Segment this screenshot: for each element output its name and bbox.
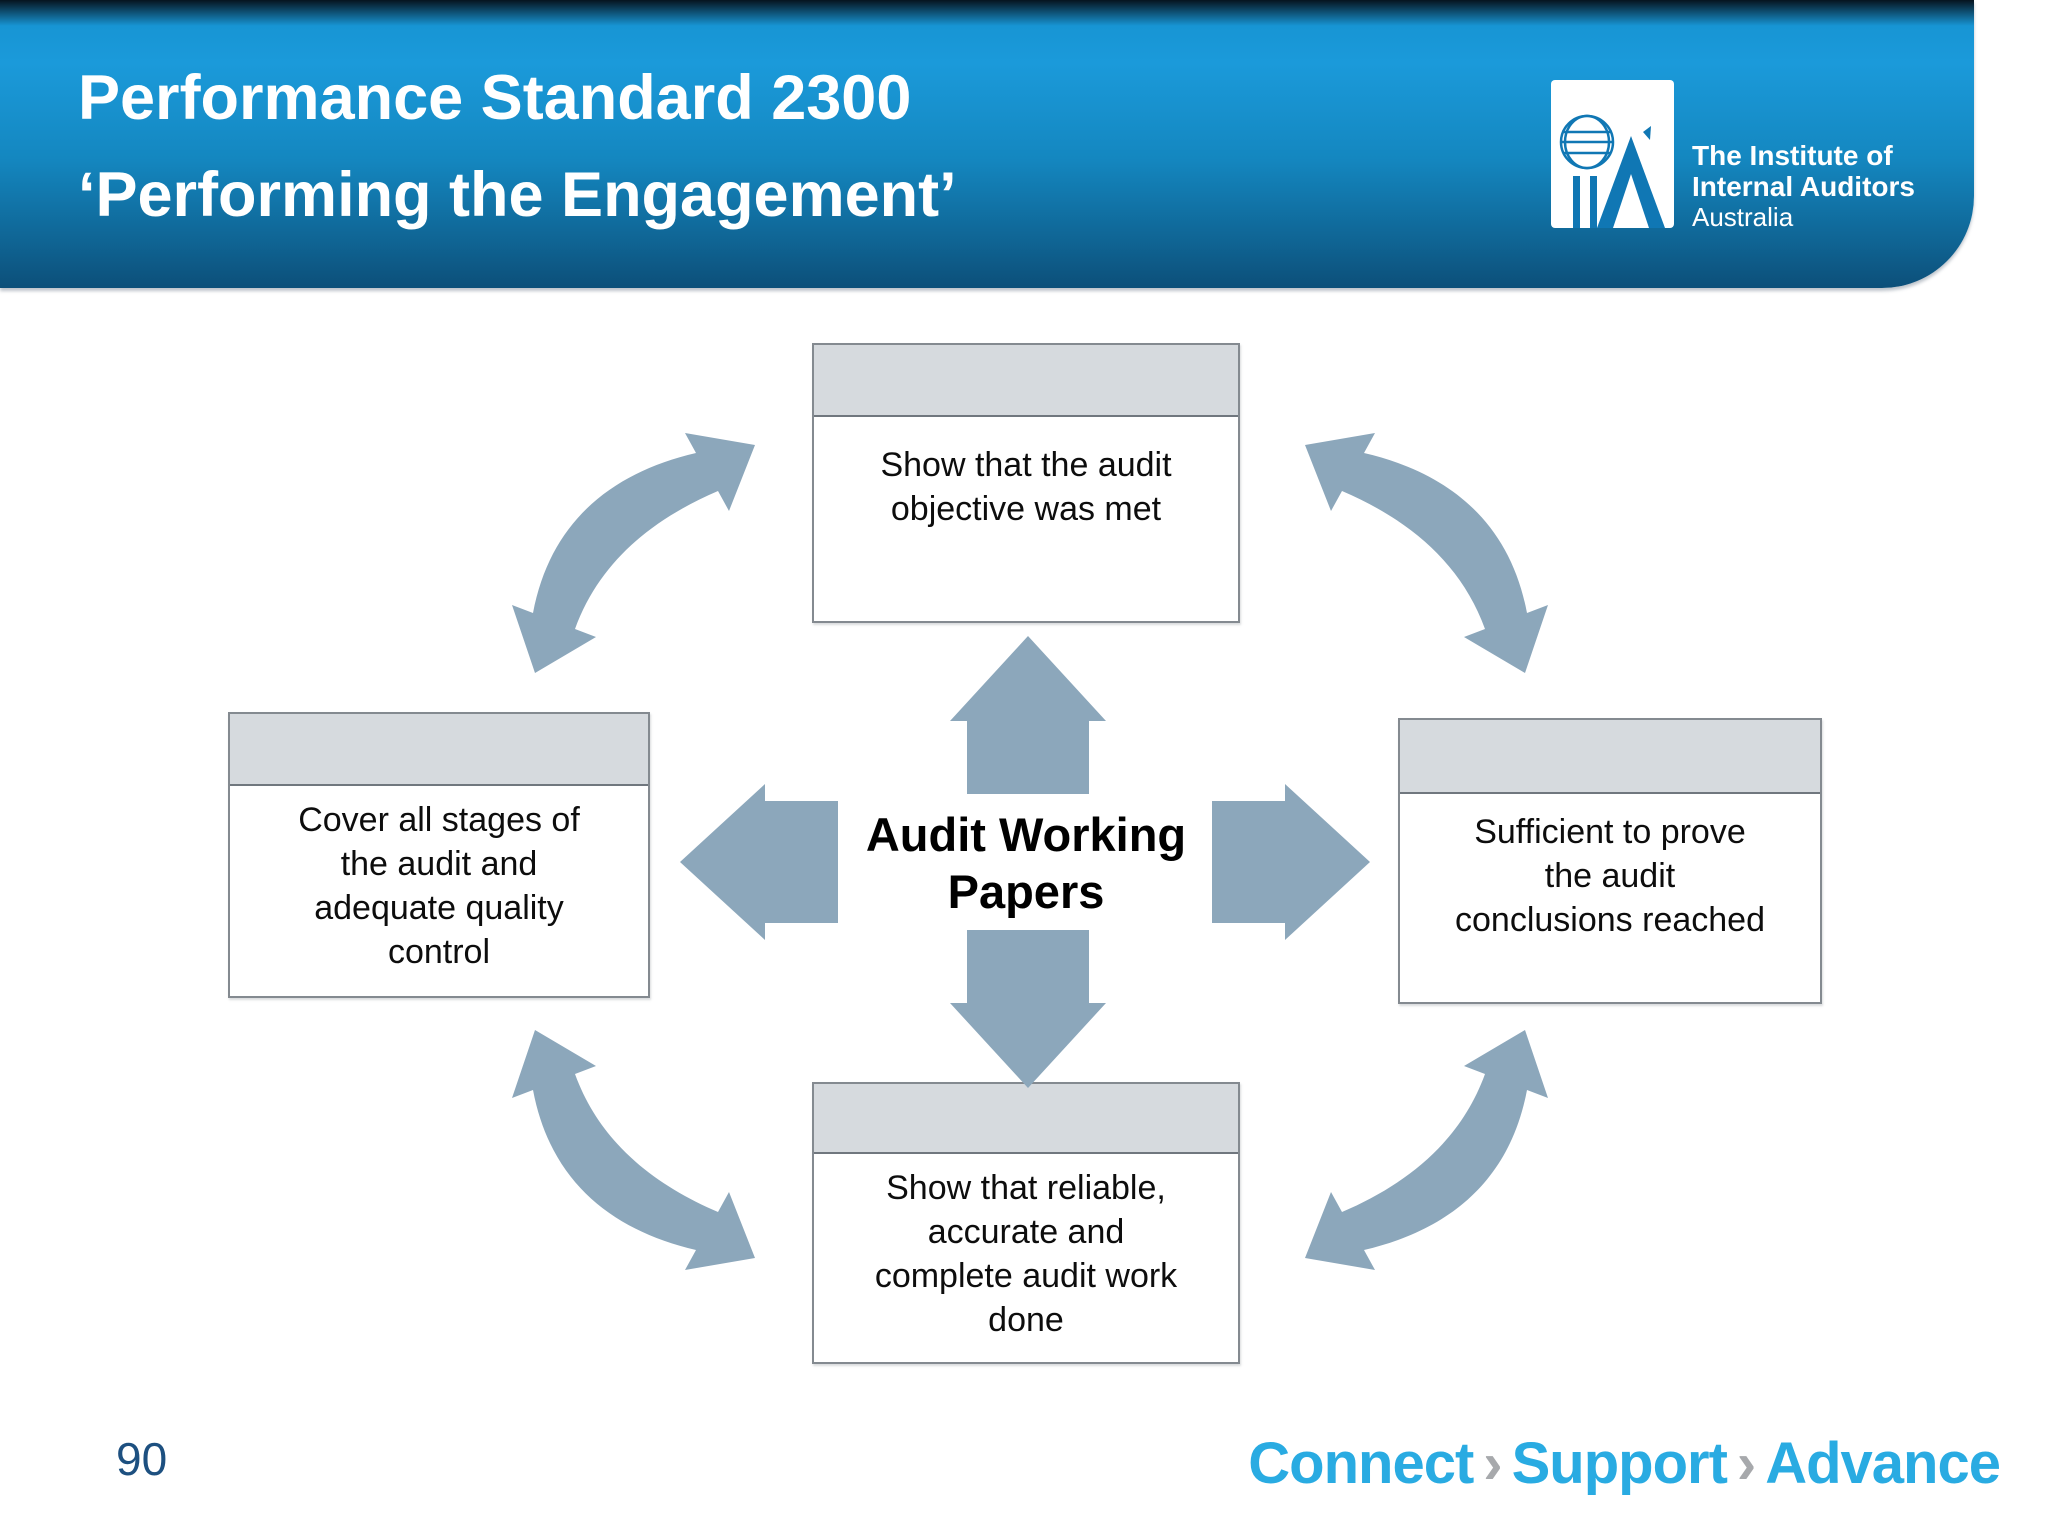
diagram-box-right-line2: the audit [1544,857,1676,895]
diagram-box-left-line4: control [387,933,491,971]
diagram-box-top-text: Show that the audit objective was met [814,417,1238,531]
block-arrow-right-icon [1212,784,1370,940]
diagram-box-bottom-line4: done [988,1301,1064,1339]
iia-letter-i2-icon [1590,176,1597,228]
center-label-line2: Papers [947,865,1105,918]
curved-double-arrow-bottom-right-icon [1305,1030,1548,1270]
diagram-box-bottom-text: Show that reliable, accurate and complet… [814,1154,1238,1342]
diagram-box-bottom-line1: Show that reliable, [886,1169,1166,1207]
diagram-box-top-header-bar [814,345,1238,417]
chevron-separator-icon: › [1483,1431,1502,1496]
diagram-box-right-text: Sufficient to prove the audit conclusion… [1400,794,1820,942]
curved-double-arrow-top-right-icon [1305,433,1548,673]
diagram-box-right-line3: conclusions reached [1455,901,1765,939]
iia-logo-icon [1551,80,1674,228]
center-label: Audit Working Papers [812,806,1240,920]
diagram-box-top-line1: Show that the audit [880,446,1172,484]
diagram-box-bottom-header-bar [814,1084,1238,1154]
curved-double-arrow-top-left-icon [512,433,755,673]
chevron-separator-icon: › [1736,1431,1756,1496]
tagline-connect: Connect [1248,1431,1474,1496]
diagram-box-right: Sufficient to prove the audit conclusion… [1398,718,1822,1004]
center-label-line1: Audit Working [865,808,1187,861]
iia-logo-mark-icon [1551,80,1674,228]
iia-logo-text: The Institute of Internal Auditors Austr… [1692,140,1915,232]
iia-logo-text-line3: Australia [1692,202,1794,232]
diagram-box-top-line2: objective was met [890,490,1162,528]
diagram-box-top: Show that the audit objective was met [812,343,1240,623]
block-arrow-down-icon [950,930,1106,1088]
diagram-box-left-line1: Cover all stages of [298,801,580,839]
iia-apostrophe-icon [1643,126,1651,140]
diagram-box-left-text: Cover all stages of the audit and adequa… [230,786,648,974]
diagram-box-bottom-line3: complete audit work [874,1257,1178,1295]
diagram-box-right-line1: Sufficient to prove [1474,813,1746,851]
iia-logo-text-line1: The Institute of [1692,140,1893,171]
diagram-box-bottom: Show that reliable, accurate and complet… [812,1082,1240,1364]
diagram-box-left-line3: adequate quality [314,889,564,927]
page-number: 90 [116,1433,168,1485]
diagram-box-bottom-line2: accurate and [927,1213,1125,1251]
tagline-advance: Advance [1765,1431,2001,1496]
slide-title-line2: ‘Performing the Engagement’ [78,160,957,230]
iia-letter-i-icon [1573,176,1580,228]
diagram-box-left: Cover all stages of the audit and adequa… [228,712,650,998]
tagline-support: Support [1511,1431,1728,1496]
slide-title: Performance Standard 2300 ‘Performing th… [78,50,957,244]
curved-double-arrow-bottom-left-icon [512,1030,755,1270]
tagline: Connect›Support›Advance [1248,1430,2001,1497]
diagram-box-right-header-bar [1400,720,1820,794]
block-arrow-up-icon [950,636,1106,794]
block-arrow-left-icon [680,784,838,940]
globe-icon [1559,114,1615,170]
iia-logo-text-line2: Internal Auditors [1692,171,1915,202]
diagram-box-left-header-bar [230,714,648,786]
slide-title-line1: Performance Standard 2300 [78,63,912,133]
diagram-box-left-line2: the audit and [340,845,538,883]
